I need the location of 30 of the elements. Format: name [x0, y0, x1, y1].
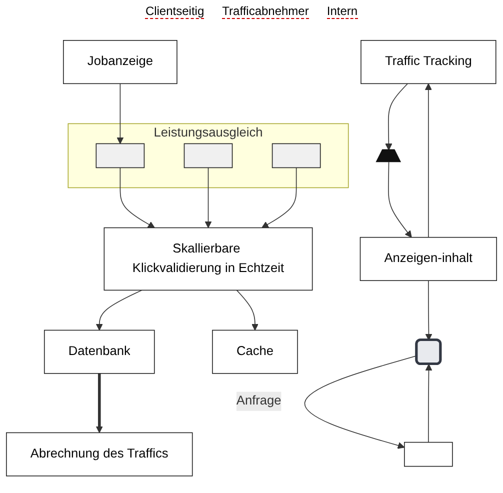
arrow	[236, 290, 258, 330]
arrow	[204, 167, 212, 228]
node-box: Traffic Tracking	[360, 40, 496, 84]
node-box: Abrechnung des Traffics	[6, 432, 193, 476]
node-box: Skallierbare Klickvalidierung in Echtzeit	[104, 227, 313, 290]
node-box: Anzeigen-inhalt	[360, 236, 497, 281]
node-bar	[96, 143, 145, 168]
node-bar	[184, 143, 233, 168]
edge-label: Anfrage	[236, 394, 282, 408]
cluster: Leistungsausgleich	[68, 123, 349, 188]
arrow	[262, 167, 297, 228]
arrow	[385, 83, 408, 150]
arrow	[388, 162, 412, 238]
node-bar	[272, 143, 321, 168]
node-building	[376, 149, 402, 162]
node-box: Cache	[212, 330, 298, 374]
arrow	[425, 280, 432, 340]
arrow	[96, 373, 103, 433]
arrow	[96, 290, 142, 330]
region-label: Intern	[326, 4, 358, 19]
region-label: Clientseitig	[145, 4, 204, 19]
arrow	[116, 83, 124, 144]
region-label: Trafficabnehmer	[222, 4, 309, 19]
arrow	[304, 355, 418, 449]
arrow	[120, 167, 155, 228]
node-box: Jobanzeige	[63, 40, 178, 84]
node-box	[404, 442, 453, 467]
arrow	[424, 83, 432, 238]
arrow	[425, 364, 432, 443]
node-box: Datenbank	[44, 330, 155, 374]
